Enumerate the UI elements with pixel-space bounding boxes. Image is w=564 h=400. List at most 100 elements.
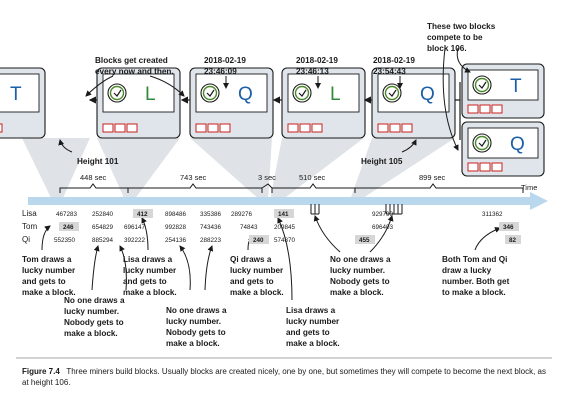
block: Q bbox=[189, 67, 274, 139]
timestamp-2-date: 2018-02-19 bbox=[296, 56, 338, 65]
fork-connector bbox=[455, 82, 461, 101]
svg-text:make a block.: make a block. bbox=[22, 288, 76, 297]
drawn-number: 254136 bbox=[165, 237, 187, 244]
duration-label: 510 sec bbox=[299, 173, 326, 182]
compete-line1: These two blocks bbox=[427, 22, 496, 31]
transaction-box bbox=[102, 123, 114, 133]
duration-braces bbox=[59, 183, 524, 193]
svg-text:Qi draws a: Qi draws a bbox=[230, 255, 272, 264]
transaction-box bbox=[311, 123, 323, 133]
duration-label: 3 sec bbox=[258, 173, 276, 182]
drawn-number: 311362 bbox=[482, 211, 503, 218]
duration-label: 448 sec bbox=[80, 173, 107, 182]
svg-text:Tom draws a: Tom draws a bbox=[22, 255, 72, 264]
lucky-highlight bbox=[499, 222, 519, 231]
block-funnels bbox=[22, 138, 455, 200]
lucky-highlight bbox=[355, 235, 375, 244]
time-axis-label: Time bbox=[521, 183, 537, 192]
timestamp-3-time: 23:54:43 bbox=[373, 67, 406, 76]
miner-name: Lisa bbox=[22, 209, 37, 218]
bottom-text: Tom draws a lucky number and gets to mak… bbox=[22, 255, 510, 348]
drawn-number: 574870 bbox=[274, 237, 296, 244]
duration-label: 743 sec bbox=[180, 173, 207, 182]
block-letter: T bbox=[510, 76, 522, 97]
lucky-number: 246 bbox=[63, 224, 74, 231]
transaction-box bbox=[467, 162, 479, 172]
svg-text:lucky number: lucky number bbox=[286, 317, 340, 326]
lucky-highlight bbox=[274, 209, 294, 218]
annotation-noone-1: No one draws a lucky number. Nobody gets… bbox=[64, 296, 125, 338]
svg-text:lucky number.: lucky number. bbox=[64, 307, 119, 316]
svg-text:and gets to: and gets to bbox=[123, 277, 167, 286]
annotation-both: Both Tom and Qi draw a lucky number. Bot… bbox=[442, 255, 510, 297]
svg-text:make a block.: make a block. bbox=[230, 288, 284, 297]
svg-text:make a block.: make a block. bbox=[166, 339, 220, 348]
lucky-highlight bbox=[249, 235, 269, 244]
blocks-created-line1: Blocks get created bbox=[95, 56, 168, 65]
svg-text:No one draws a: No one draws a bbox=[64, 296, 125, 305]
drawn-number: 885294 bbox=[92, 237, 114, 244]
block-letter: Q bbox=[238, 84, 253, 105]
lucky-number: 346 bbox=[503, 224, 514, 231]
drawn-number: 209845 bbox=[274, 224, 296, 231]
miner-name: Qi bbox=[22, 235, 30, 244]
block: Q bbox=[371, 67, 456, 139]
annotation-lisa-lucky-2: Lisa draws a lucky number and gets to ma… bbox=[286, 306, 340, 348]
drawn-number: 929799 bbox=[372, 211, 394, 218]
lucky-number: 412 bbox=[137, 211, 148, 218]
transaction-box bbox=[389, 123, 401, 133]
svg-text:draw a lucky: draw a lucky bbox=[442, 266, 492, 275]
drawn-number: 288223 bbox=[200, 237, 222, 244]
lucky-number: 141 bbox=[278, 211, 289, 218]
drawn-number: 552350 bbox=[54, 237, 76, 244]
chain-arrows bbox=[88, 82, 461, 140]
block: Q bbox=[461, 121, 545, 177]
duration-labels: 448 sec 743 sec 3 sec 510 sec 899 sec Ti… bbox=[80, 173, 537, 192]
svg-text:number. Both get: number. Both get bbox=[442, 277, 510, 286]
lucky-number: 240 bbox=[253, 237, 264, 244]
lucky-highlight bbox=[133, 209, 153, 218]
svg-text:Nobody gets to: Nobody gets to bbox=[166, 328, 226, 337]
transaction-box bbox=[479, 104, 491, 114]
drawn-number: 743436 bbox=[200, 224, 222, 231]
timestamp-1-date: 2018-02-19 bbox=[204, 56, 246, 65]
block-letter: T bbox=[10, 84, 22, 105]
height-101-label: Height 101 bbox=[77, 157, 119, 166]
annotation-qi-lucky: Qi draws a lucky number and gets to make… bbox=[230, 255, 284, 297]
attempt-ticks bbox=[310, 204, 403, 215]
caption-label: Figure 7.4 bbox=[22, 367, 60, 376]
annotation-noone-3: No one draws a lucky number. Nobody gets… bbox=[330, 255, 391, 297]
figure-caption: Figure 7.4 Three miners build blocks. Us… bbox=[22, 367, 552, 388]
clock-icon bbox=[107, 83, 127, 103]
top-text: Blocks get created every now and then. 2… bbox=[77, 22, 496, 166]
block: T bbox=[0, 67, 46, 139]
drawn-number: 467283 bbox=[56, 211, 78, 218]
svg-text:make a block.: make a block. bbox=[64, 329, 118, 338]
transaction-box bbox=[377, 123, 389, 133]
clock-icon bbox=[292, 83, 312, 103]
block: L bbox=[281, 67, 366, 139]
block-letter: L bbox=[145, 84, 156, 105]
transaction-box bbox=[299, 123, 311, 133]
svg-text:Lisa draws a: Lisa draws a bbox=[123, 255, 173, 264]
svg-text:to make a block.: to make a block. bbox=[442, 288, 506, 297]
svg-text:make a block.: make a block. bbox=[286, 339, 340, 348]
block-letter: Q bbox=[420, 84, 435, 105]
drawn-number: 335386 bbox=[200, 211, 222, 218]
svg-text:No one draws a: No one draws a bbox=[330, 255, 391, 264]
drawn-number: 654829 bbox=[92, 224, 114, 231]
clock-icon bbox=[472, 133, 492, 153]
transaction-box bbox=[126, 123, 138, 133]
duration-label: 899 sec bbox=[419, 173, 446, 182]
caption-text: Three miners build blocks. Usually block… bbox=[22, 367, 546, 387]
lucky-number: 455 bbox=[359, 237, 370, 244]
lucky-highlight bbox=[59, 222, 79, 231]
block-letter: L bbox=[330, 84, 341, 105]
clock-icon bbox=[200, 83, 220, 103]
clock-icon bbox=[472, 75, 492, 95]
